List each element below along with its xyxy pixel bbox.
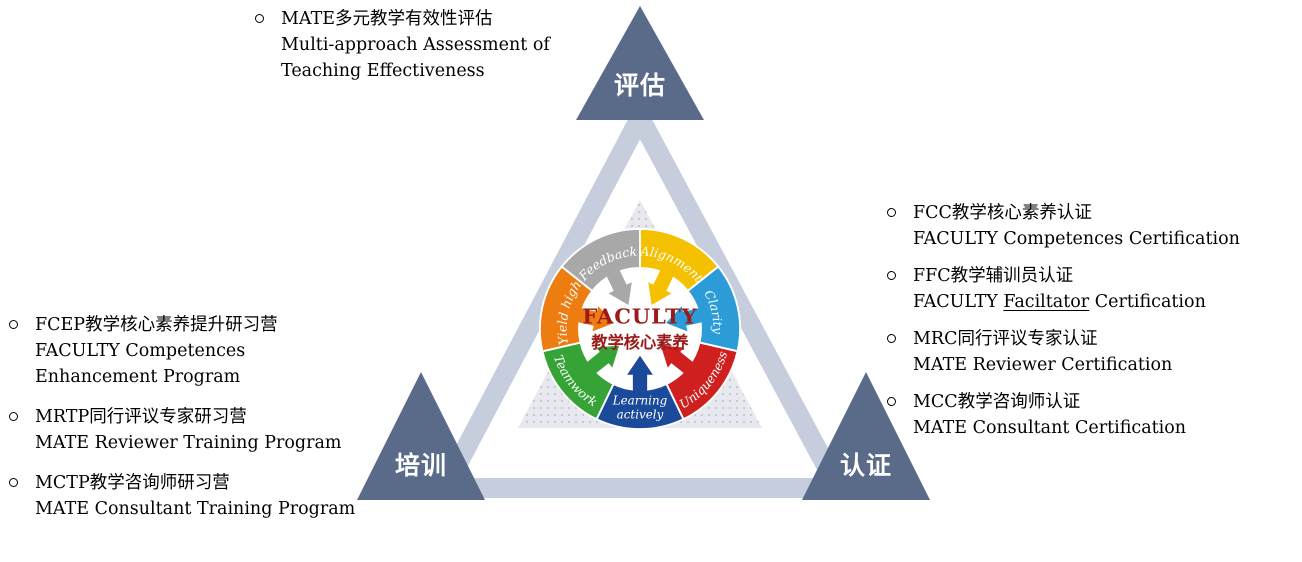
circle-bullet-icon xyxy=(887,334,896,343)
wheel-label: actively xyxy=(617,408,664,422)
list-item: MCTP教学咨询师研习营 MATE Consultant Training Pro… xyxy=(6,470,410,522)
corner-training-label: 培训 xyxy=(394,451,447,480)
circle-bullet-icon xyxy=(887,208,896,217)
wheel-arrow xyxy=(666,306,709,332)
circle-bullet-icon xyxy=(255,14,264,23)
item-text-zh: FCC教学核心素养认证 xyxy=(913,203,1092,223)
item-text-zh: MATE多元教学有效性评估 xyxy=(281,9,493,29)
training-list: FCEP教学核心素养提升研习营 FACULTY Competences Enhan… xyxy=(6,312,410,536)
corner-certification: 认证 xyxy=(802,372,930,500)
circle-bullet-icon xyxy=(9,320,18,329)
corner-training: 培训 xyxy=(357,372,485,500)
wheel-center-title: FACULTY xyxy=(582,303,697,328)
list-item: MRTP同行评议专家研习营 MATE Reviewer Training Prog… xyxy=(6,404,410,456)
item-text-zh: MCC教学咨询师认证 xyxy=(913,392,1081,412)
wheel-arrow xyxy=(648,264,677,305)
wheel-label: Learning xyxy=(612,393,668,407)
item-text-zh: MRC同行评议专家认证 xyxy=(913,329,1098,349)
item-text-en: MATE Consultant Training Program xyxy=(35,499,356,519)
corner-certification-label: 认证 xyxy=(839,451,892,480)
circle-bullet-icon xyxy=(9,478,18,487)
item-text-en: MATE Reviewer Certification xyxy=(913,355,1173,375)
list-item: MATE多元教学有效性评估 Multi-approach Assessment o… xyxy=(252,6,618,84)
circle-bullet-icon xyxy=(887,271,896,280)
wheel-arrow xyxy=(581,345,620,378)
list-item: FFC教学辅训员认证 FACULTY Faciltator Certificati… xyxy=(884,263,1302,315)
wheel-arrow xyxy=(571,306,614,332)
item-text-en: MATE Consultant Certification xyxy=(913,418,1187,438)
assessment-list: MATE多元教学有效性评估 Multi-approach Assessment o… xyxy=(252,6,618,96)
wheel-arrow xyxy=(603,264,632,305)
wheel-arrow xyxy=(627,355,653,398)
circle-bullet-icon xyxy=(9,412,18,421)
item-text-en: FACULTY Competences Enhancement Program xyxy=(35,341,246,387)
list-item: FCEP教学核心素养提升研习营 FACULTY Competences Enhan… xyxy=(6,312,410,390)
wheel-center-subtitle: 教学核心素养 xyxy=(591,333,689,352)
corner-assessment: 评估 xyxy=(576,6,704,120)
item-text-zh: FFC教学辅训员认证 xyxy=(913,266,1074,286)
item-text-en: MATE Reviewer Training Program xyxy=(35,433,342,453)
circle-bullet-icon xyxy=(887,397,896,406)
item-text-en: FACULTY Competences Certification xyxy=(913,229,1240,249)
item-text-zh: MRTP同行评议专家研习营 xyxy=(35,407,247,427)
list-item: MRC同行评议专家认证 MATE Reviewer Certification xyxy=(884,326,1302,378)
wheel-arrow xyxy=(660,345,699,378)
list-item: MCC教学咨询师认证 MATE Consultant Certification xyxy=(884,389,1302,441)
item-text-zh: FCEP教学核心素养提升研习营 xyxy=(35,315,278,335)
list-item: FCC教学核心素养认证 FACULTY Competences Certifica… xyxy=(884,200,1302,252)
item-text-en: Multi-approach Assessment of Teaching Ef… xyxy=(281,35,550,81)
wheel-segment xyxy=(560,227,641,293)
item-text-en: FACULTY Faciltator Certification xyxy=(913,292,1206,312)
certification-list: FCC教学核心素养认证 FACULTY Competences Certifica… xyxy=(884,200,1302,452)
corner-assessment-label: 评估 xyxy=(613,71,666,100)
item-text-zh: MCTP教学咨询师研习营 xyxy=(35,473,230,493)
